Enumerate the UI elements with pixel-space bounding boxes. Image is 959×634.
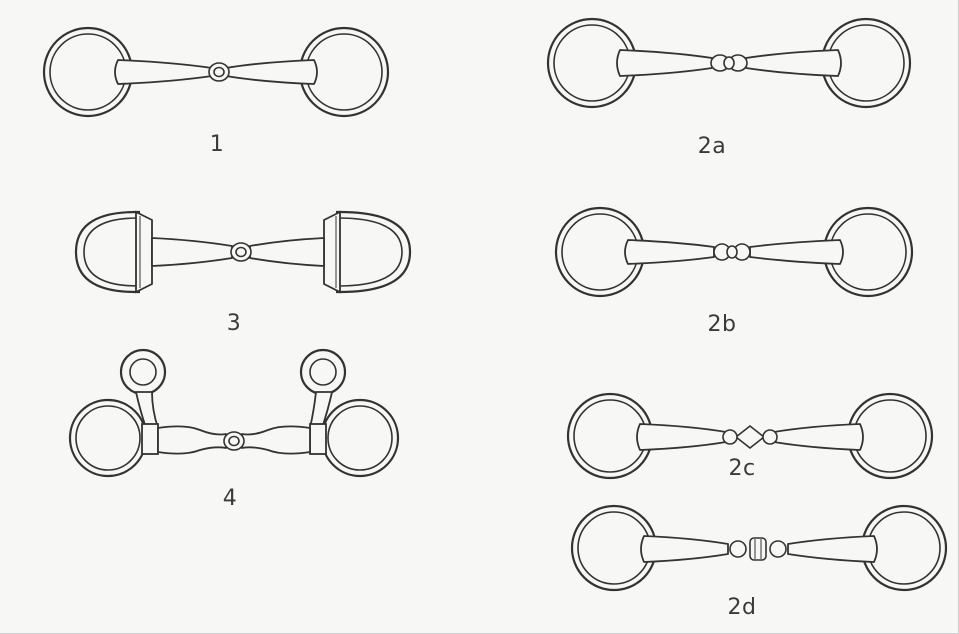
label-bit-1: 1: [209, 132, 225, 157]
bit-3-eggbutt-snaffle: [74, 210, 412, 294]
label-bit-3: 3: [226, 311, 242, 336]
label-bit-2c: 2c: [728, 456, 756, 481]
bit-1-loose-ring-snaffle: [42, 26, 390, 118]
bit-4-hanging-cheek-snaffle: [68, 348, 400, 478]
bit-2b-double-jointed-snaffle: [554, 206, 914, 298]
label-bit-2a: 2a: [697, 134, 727, 159]
bit-2c-lozenge-snaffle: [566, 392, 934, 480]
label-bit-2d: 2d: [727, 595, 757, 620]
bit-2a-double-jointed-snaffle: [546, 17, 912, 109]
label-bit-2b: 2b: [707, 312, 737, 337]
bit-2d-roller-snaffle: [570, 504, 948, 592]
label-bit-4: 4: [222, 486, 238, 511]
